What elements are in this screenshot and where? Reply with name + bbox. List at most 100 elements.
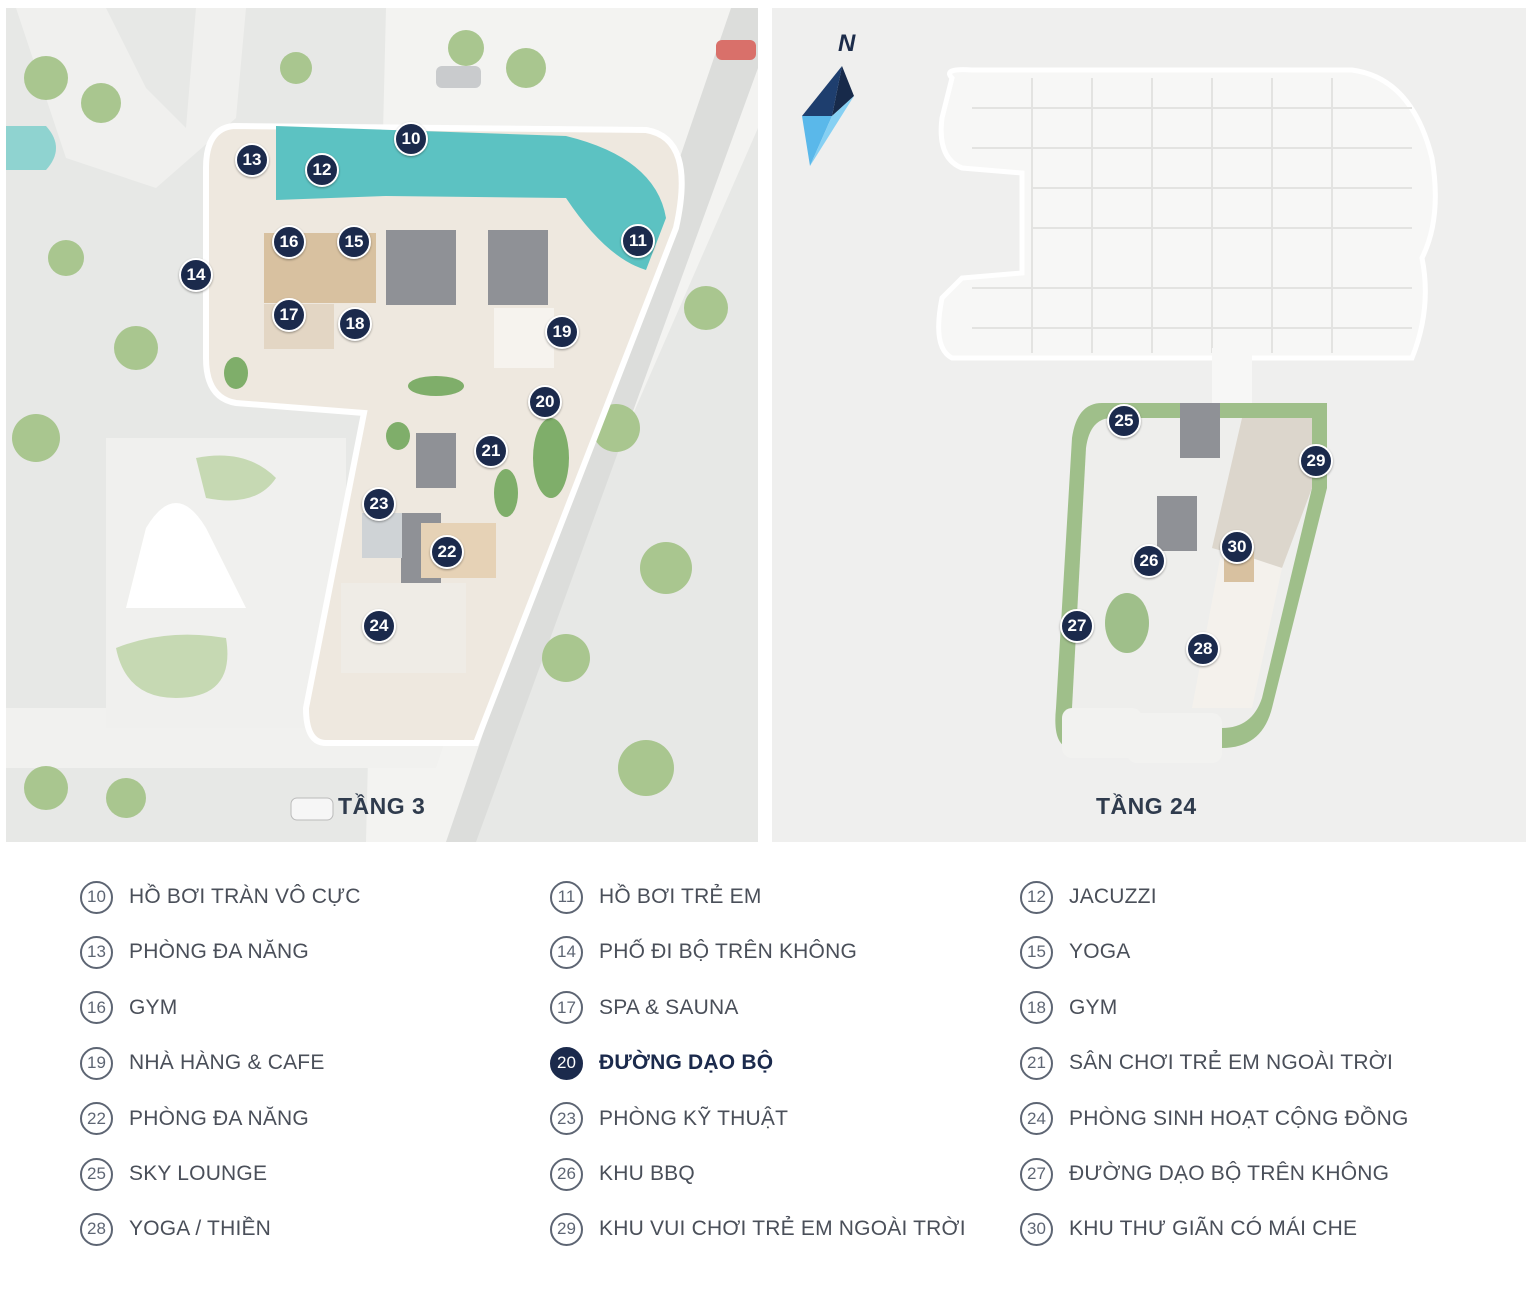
- legend-label: ĐƯỜNG DẠO BỘ TRÊN KHÔNG: [1069, 1162, 1390, 1185]
- legend-item-17[interactable]: 17 SPA & SAUNA: [550, 988, 739, 1028]
- legend-label: HỒ BƠI TRẺ EM: [599, 885, 762, 908]
- legend-number-badge: 17: [550, 991, 583, 1025]
- map-marker-13[interactable]: 13: [235, 143, 269, 177]
- legend-item-14[interactable]: 14 PHỐ ĐI BỘ TRÊN KHÔNG: [550, 932, 857, 972]
- map-marker-29[interactable]: 29: [1299, 444, 1333, 478]
- legend-label: PHÒNG KỸ THUẬT: [599, 1106, 789, 1130]
- map-marker-12[interactable]: 12: [305, 153, 339, 187]
- legend-number-badge: 25: [80, 1157, 113, 1191]
- floor-24-plan: N 25 26 27 28 29 30 TẦNG 24: [772, 8, 1526, 842]
- roof-lawn: [1105, 593, 1149, 653]
- map-marker-27[interactable]: 27: [1060, 609, 1094, 643]
- legend-label: YOGA: [1069, 940, 1131, 964]
- car: [716, 40, 756, 60]
- map-marker-20[interactable]: 20: [528, 385, 562, 419]
- legend-number-badge: 28: [80, 1212, 113, 1246]
- legend-item-20[interactable]: 20 ĐƯỜNG DẠO BỘ: [550, 1043, 773, 1083]
- legend-label: JACUZZI: [1069, 885, 1157, 908]
- map-marker-28[interactable]: 28: [1186, 632, 1220, 666]
- tower-floorplate: [936, 67, 1438, 361]
- neighbor-pool: [6, 126, 56, 170]
- legend-label: ĐƯỜNG DẠO BỘ: [599, 1051, 774, 1075]
- legend-label: PHỐ ĐI BỘ TRÊN KHÔNG: [599, 940, 857, 964]
- plaza-lawn: [126, 503, 246, 608]
- map-marker-14[interactable]: 14: [179, 258, 213, 292]
- legend-item-28[interactable]: 28 YOGA / THIỀN: [80, 1209, 271, 1249]
- map-marker-19[interactable]: 19: [545, 315, 579, 349]
- legend-item-22[interactable]: 22 PHÒNG ĐA NĂNG: [80, 1099, 309, 1139]
- legend-number-badge: 23: [550, 1102, 583, 1136]
- legend-label: KHU THƯ GIÃN CÓ MÁI CHE: [1069, 1217, 1358, 1241]
- legend-label: PHÒNG ĐA NĂNG: [129, 1106, 309, 1130]
- map-marker-16[interactable]: 16: [272, 225, 306, 259]
- legend-number-badge: 18: [1020, 991, 1053, 1025]
- legend-item-27[interactable]: 27 ĐƯỜNG DẠO BỘ TRÊN KHÔNG: [1020, 1154, 1389, 1194]
- legend-label: GYM: [129, 995, 178, 1019]
- legend-number-badge: 27: [1020, 1157, 1053, 1191]
- map-marker-30[interactable]: 30: [1220, 530, 1254, 564]
- map-marker-17[interactable]: 17: [272, 298, 306, 332]
- map-marker-15[interactable]: 15: [337, 225, 371, 259]
- map-marker-22[interactable]: 22: [430, 535, 464, 569]
- map-marker-11[interactable]: 11: [621, 224, 655, 258]
- legend-item-11[interactable]: 11 HỒ BƠI TRẺ EM: [550, 877, 762, 917]
- legend-number-badge: 20: [550, 1046, 583, 1080]
- legend-number-badge: 10: [80, 880, 113, 914]
- legend-number-badge: 15: [1020, 935, 1053, 969]
- car: [290, 797, 334, 821]
- map-marker-24[interactable]: 24: [362, 609, 396, 643]
- legend-item-12[interactable]: 12 JACUZZI: [1020, 877, 1157, 917]
- infinity-pool: [276, 126, 666, 270]
- legend-item-24[interactable]: 24 PHÒNG SINH HOẠT CỘNG ĐỒNG: [1020, 1099, 1408, 1139]
- legend-label: SÂN CHƠI TRẺ EM NGOÀI TRỜI: [1069, 1051, 1393, 1075]
- legend-number-badge: 26: [550, 1157, 583, 1191]
- legend-number-badge: 12: [1020, 880, 1053, 914]
- legend-item-13[interactable]: 13 PHÒNG ĐA NĂNG: [80, 932, 309, 972]
- lawn-patch: [116, 634, 228, 698]
- legend-item-18[interactable]: 18 GYM: [1020, 988, 1117, 1028]
- legend-item-15[interactable]: 15 YOGA: [1020, 932, 1130, 972]
- map-marker-26[interactable]: 26: [1132, 544, 1166, 578]
- floor-3-plan: 10 11 12 13 14 15 16 17 18 19 20 21 22 2…: [6, 8, 758, 842]
- legend-label: PHÒNG ĐA NĂNG: [129, 940, 309, 964]
- map-marker-10[interactable]: 10: [394, 122, 428, 156]
- legend-label: SPA & SAUNA: [599, 995, 739, 1019]
- yoga-deck: [1192, 548, 1282, 708]
- restaurant-area: [494, 308, 554, 368]
- legend-item-30[interactable]: 30 KHU THƯ GIÃN CÓ MÁI CHE: [1020, 1209, 1357, 1249]
- planters: [224, 357, 569, 517]
- roof-core: [1157, 403, 1220, 551]
- floor-3-site-drawing: [6, 8, 758, 842]
- map-marker-25[interactable]: 25: [1107, 404, 1141, 438]
- legend-label: YOGA / THIỀN: [129, 1217, 272, 1241]
- legend-label: PHÒNG SINH HOẠT CỘNG ĐỒNG: [1069, 1106, 1409, 1130]
- legend-number-badge: 30: [1020, 1212, 1053, 1246]
- floor-24-site-drawing: [936, 67, 1438, 763]
- tower-bridge: [1212, 348, 1252, 408]
- map-marker-18[interactable]: 18: [338, 307, 372, 341]
- legend-number-badge: 11: [550, 880, 583, 914]
- legend-number-badge: 13: [80, 935, 113, 969]
- floor-3-label: TẦNG 3: [338, 793, 426, 819]
- tower-room-lines: [972, 78, 1412, 353]
- legend-number-badge: 19: [80, 1046, 113, 1080]
- map-marker-23[interactable]: 23: [362, 487, 396, 521]
- legend-number-badge: 24: [1020, 1102, 1053, 1136]
- north-arrow-icon: [802, 36, 854, 178]
- legend-number-badge: 14: [550, 935, 583, 969]
- lawn-patch: [196, 455, 276, 501]
- north-letter: N: [838, 30, 856, 57]
- legend-label: GYM: [1069, 995, 1118, 1019]
- legend-number-badge: 22: [80, 1102, 113, 1136]
- map-marker-21[interactable]: 21: [474, 434, 508, 468]
- legend-item-23[interactable]: 23 PHÒNG KỸ THUẬT: [550, 1099, 788, 1139]
- floor-24-label: TẦNG 24: [1096, 793, 1197, 819]
